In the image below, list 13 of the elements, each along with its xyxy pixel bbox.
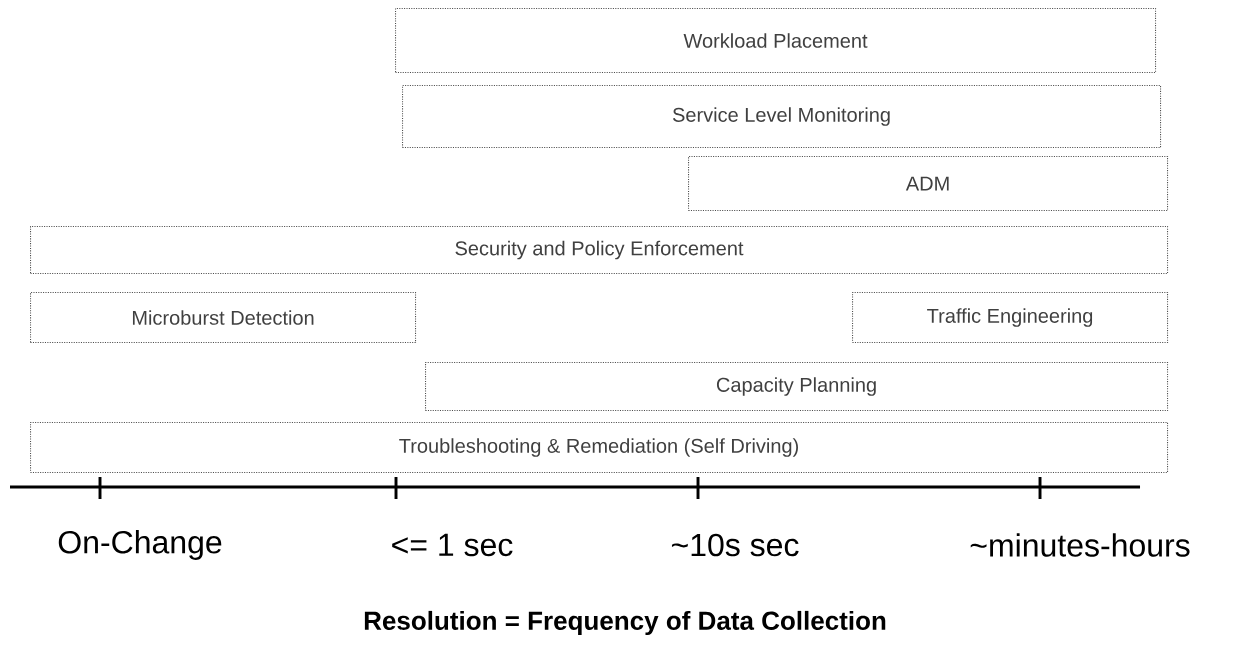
timeline-bar: Service Level Monitoring xyxy=(402,85,1162,149)
timeline-bar: Workload Placement xyxy=(395,8,1157,74)
axis-label: On-Change xyxy=(58,530,222,560)
axis-label: ~10s sec xyxy=(671,533,799,557)
timeline-bar: Security and Policy Enforcement xyxy=(30,226,1169,275)
timeline-bar: Microburst Detection xyxy=(30,292,417,344)
timeline-bar: ADM xyxy=(688,156,1169,212)
timeline-bar: Troubleshooting & Remediation (Self Driving) xyxy=(30,422,1169,474)
axis-label: <= 1 sec xyxy=(392,533,513,557)
timeline-bar: Traffic Engineering xyxy=(852,292,1169,344)
timeline-bar: Capacity Planning xyxy=(425,362,1169,412)
caption: Resolution = Frequency of Data Collection xyxy=(364,610,886,636)
axis-label: ~minutes-hours xyxy=(970,533,1190,557)
